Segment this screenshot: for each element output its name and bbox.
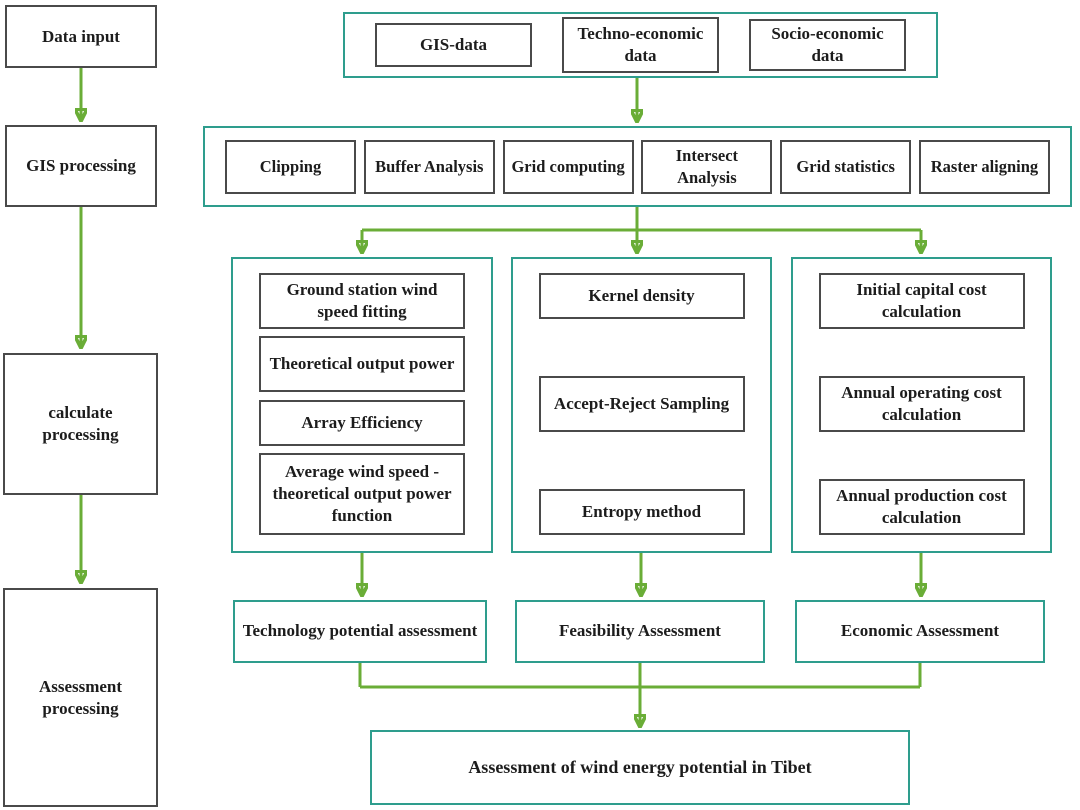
stage-data-input: Data input bbox=[5, 5, 157, 68]
stage-gis-processing: GIS processing bbox=[5, 125, 157, 207]
stage-assessment-processing: Assessment processing bbox=[3, 588, 158, 807]
node-feasibility-assessment: Feasibility Assessment bbox=[515, 600, 765, 663]
node-grid-computing: Grid computing bbox=[502, 139, 634, 194]
feasibility-methods-group: Kernel density Accept-Reject Sampling En… bbox=[511, 257, 772, 553]
node-kernel-density: Kernel density bbox=[538, 273, 745, 319]
node-technology-potential-assessment: Technology potential assessment bbox=[233, 600, 487, 663]
node-annual-production-cost: Annual production cost calculation bbox=[818, 479, 1025, 535]
input-data-group: GIS-data Techno-economic data Socio-econ… bbox=[343, 12, 938, 78]
gis-operations-group: Clipping Buffer Analysis Grid computing … bbox=[203, 126, 1072, 207]
node-average-wind-speed-function: Average wind speed - theoretical output … bbox=[259, 452, 465, 535]
node-accept-reject-sampling: Accept-Reject Sampling bbox=[538, 376, 745, 432]
node-raster-aligning: Raster aligning bbox=[918, 139, 1050, 194]
node-initial-capital-cost: Initial capital cost calculation bbox=[818, 273, 1025, 329]
node-array-efficiency: Array Efficiency bbox=[259, 399, 465, 446]
node-socio-economic-data: Socio-economic data bbox=[749, 19, 906, 71]
node-entropy-method: Entropy method bbox=[538, 489, 745, 535]
technology-methods-group: Ground station wind speed fitting Theore… bbox=[231, 257, 493, 553]
stage-calculate-processing: calculate processing bbox=[3, 353, 158, 495]
node-annual-operating-cost: Annual operating cost calculation bbox=[818, 376, 1025, 432]
node-clipping: Clipping bbox=[225, 139, 356, 194]
node-techno-economic-data: Techno-economic data bbox=[562, 17, 719, 73]
node-buffer-analysis: Buffer Analysis bbox=[363, 139, 495, 194]
node-ground-station-wind-speed-fitting: Ground station wind speed fitting bbox=[259, 273, 465, 329]
node-gis-data: GIS-data bbox=[375, 23, 532, 67]
node-grid-statistics: Grid statistics bbox=[780, 139, 912, 194]
economic-methods-group: Initial capital cost calculation Annual … bbox=[791, 257, 1052, 553]
node-intersect-analysis: Intersect Analysis bbox=[641, 139, 773, 194]
node-economic-assessment: Economic Assessment bbox=[795, 600, 1045, 663]
node-theoretical-output-power: Theoretical output power bbox=[259, 336, 465, 393]
node-final-assessment: Assessment of wind energy potential in T… bbox=[370, 730, 910, 805]
